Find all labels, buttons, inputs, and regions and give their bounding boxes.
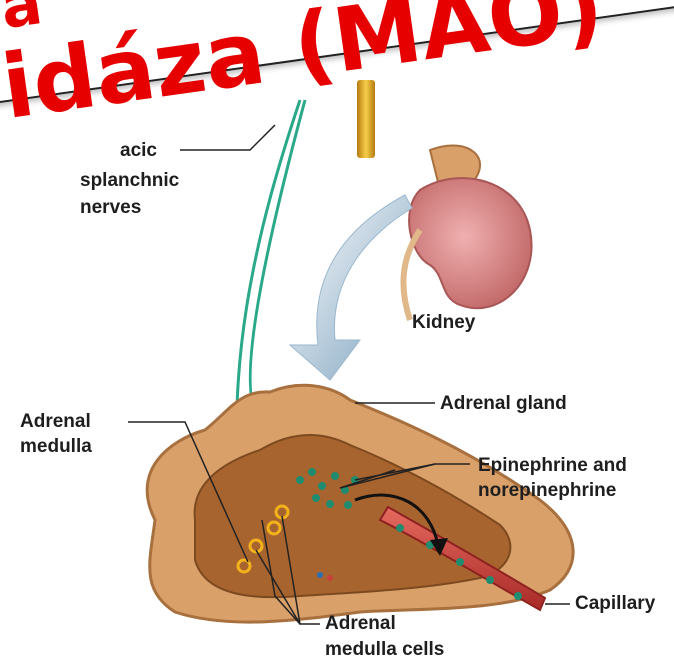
- kidney: [403, 145, 531, 320]
- label-adrenal-medulla-1: Adrenal: [20, 410, 91, 433]
- label-thoracic-3: nerves: [80, 196, 141, 219]
- zoom-arrow: [290, 195, 412, 380]
- label-adrenal-medulla-2: medulla: [20, 435, 92, 458]
- label-kidney: Kidney: [412, 311, 475, 334]
- label-adrenal-gland: Adrenal gland: [440, 392, 567, 415]
- label-thoracic-2: splanchnic: [80, 169, 179, 192]
- label-epinephrine-1: Epinephrine and: [478, 454, 627, 477]
- spinal-cord: [357, 80, 375, 158]
- label-capillary: Capillary: [575, 592, 655, 615]
- vessel-dot-blue: [317, 572, 323, 578]
- title-text-upper: a: [0, 0, 48, 56]
- label-thoracic-1: acic: [120, 139, 157, 162]
- label-medulla-cells-2: medulla cells: [325, 638, 444, 661]
- vessel-dot-red: [327, 575, 333, 581]
- label-medulla-cells-1: Adrenal: [325, 612, 396, 635]
- label-epinephrine-2: norepinephrine: [478, 479, 616, 502]
